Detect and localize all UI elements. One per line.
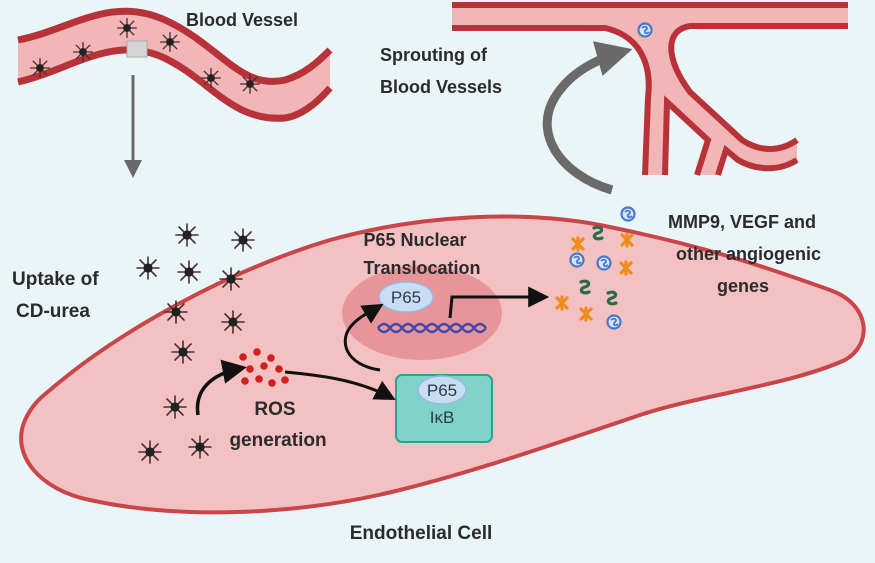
endothelial-cell-label: Endothelial Cell xyxy=(350,523,493,544)
vessel-pore xyxy=(126,40,148,58)
vessel-gene-product-icon xyxy=(637,22,653,38)
ros-label-line1: ROS xyxy=(254,399,295,420)
translocation-label-line1: P65 Nuclear xyxy=(363,230,466,250)
ros-label-line2: generation xyxy=(229,430,326,451)
p65-nuclear xyxy=(378,281,434,313)
genes-label-line1: MMP9, VEGF and xyxy=(668,212,816,232)
ros-to-complex-arrow xyxy=(284,370,396,400)
p65-complex xyxy=(417,375,467,405)
uptake-to-ros-arrow xyxy=(195,359,247,416)
p65-complex-label: P65 xyxy=(427,381,457,400)
translocation-arrow xyxy=(343,303,384,372)
gene-expression-arrow xyxy=(448,286,550,319)
p65-nuclear-label: P65 xyxy=(391,288,421,307)
ros-dots xyxy=(239,348,289,387)
sprouting-label-line2: Blood Vessels xyxy=(380,77,502,97)
genes-label-line2: other angiogenic xyxy=(676,244,821,264)
endothelial-cell xyxy=(19,214,866,515)
ikb-label: IκB xyxy=(430,408,455,427)
dna-strand xyxy=(377,322,487,334)
genes-label-line3: genes xyxy=(717,276,769,296)
sprouting-label-line1: Sprouting of xyxy=(380,45,488,65)
blood-vessel-label: Blood Vessel xyxy=(186,10,298,30)
uptake-label-line2: CD-urea xyxy=(16,301,90,322)
translocation-label-line2: Translocation xyxy=(363,258,480,278)
sprouting-arrow xyxy=(542,41,633,195)
uptake-label-line1: Uptake of xyxy=(12,269,99,290)
uptake-arrow xyxy=(124,75,142,178)
blood-vessel xyxy=(17,7,333,122)
sprouting-vessels xyxy=(452,2,848,176)
